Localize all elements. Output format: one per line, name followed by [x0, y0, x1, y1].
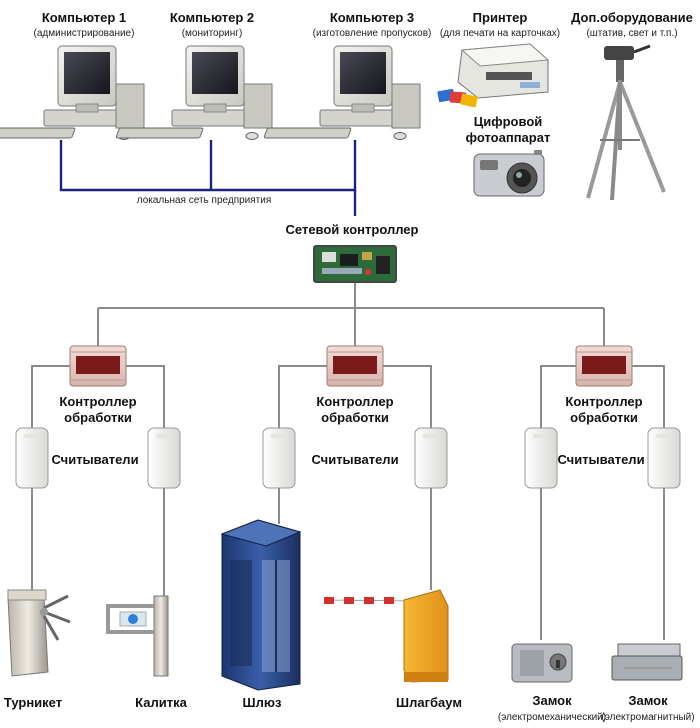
- airlock-icon: [220, 519, 302, 691]
- reader-3-icon: [262, 427, 296, 489]
- processing-controller-1-icon: [69, 345, 127, 387]
- readers-label-1: Считыватели: [51, 452, 138, 467]
- controller-bus-wiring: [97, 283, 605, 346]
- readers-label-3: Считыватели: [557, 452, 644, 467]
- turnstile-icon: [7, 589, 71, 677]
- turnstile-label: Турникет: [4, 695, 62, 710]
- digital-camera-icon: [473, 150, 545, 197]
- computer-1-icon: [0, 45, 145, 140]
- camera-title-line2: фотоаппарат: [466, 130, 551, 145]
- readers-label-2: Считыватели: [311, 452, 398, 467]
- computer-3-label: Компьютер 3 (изготовление пропусков): [313, 10, 432, 39]
- lock-electromechanical-title: Замок: [532, 693, 572, 708]
- wicket-gate-icon: [106, 595, 169, 677]
- lan-label: локальная сеть предприятия: [137, 195, 272, 206]
- printer-label: Принтер (для печати на карточках): [440, 10, 560, 39]
- id-cards-icon: [437, 88, 478, 108]
- printer-subtitle: (для печати на карточках): [440, 28, 560, 39]
- electromagnetic-lock-icon: [611, 643, 683, 681]
- printer-icon: [457, 43, 550, 99]
- camera-title-line1: Цифровой: [474, 114, 543, 129]
- computer-2-title: Компьютер 2: [170, 10, 254, 25]
- controller-1-line2: обработки: [64, 410, 132, 425]
- network-controller-board-icon: [313, 245, 397, 283]
- lan-wiring: [59, 140, 357, 216]
- barrier-icon: [323, 589, 449, 683]
- computer-2-icon: [115, 45, 273, 140]
- computer-3-subtitle: (изготовление пропусков): [313, 28, 432, 39]
- camera-label: Цифровой фотоаппарат: [466, 114, 551, 145]
- computer-1-label: Компьютер 1 (администрирование): [34, 10, 135, 39]
- lock-electromagnetic-title: Замок: [628, 693, 668, 708]
- computer-3-title: Компьютер 3: [330, 10, 414, 25]
- controller-3-line2: обработки: [570, 410, 638, 425]
- controller-2-line1: Контроллер: [316, 394, 393, 409]
- reader-1-icon: [15, 427, 49, 489]
- reader-4-icon: [414, 427, 448, 489]
- reader-wiring: [31, 365, 665, 428]
- extra-equipment-title: Доп.оборудование: [571, 10, 693, 25]
- processing-controller-3-icon: [575, 345, 633, 387]
- computer-2-subtitle: (мониторинг): [182, 28, 243, 39]
- reader-5-icon: [524, 427, 558, 489]
- controller-2-line2: обработки: [321, 410, 389, 425]
- extra-equipment-label: Доп.оборудование (штатив, свет и т.п.): [571, 10, 693, 39]
- printer-title: Принтер: [473, 10, 528, 25]
- reader-6-icon: [647, 427, 681, 489]
- electromechanical-lock-icon: [511, 643, 573, 683]
- processing-controller-2-icon: [326, 345, 384, 387]
- airlock-label: Шлюз: [243, 695, 282, 710]
- extra-equipment-subtitle: (штатив, свет и т.п.): [586, 28, 677, 39]
- wicket-label: Калитка: [135, 695, 187, 710]
- controller-1-line1: Контроллер: [59, 394, 136, 409]
- reader-2-icon: [147, 427, 181, 489]
- tripod-icon: [586, 44, 666, 201]
- lock-electromagnetic-subtitle: (электромагнитный): [601, 712, 694, 723]
- computer-1-title: Компьютер 1: [42, 10, 126, 25]
- device-wiring: [31, 488, 665, 640]
- barrier-label: Шлагбаум: [396, 695, 462, 710]
- computer-2-label: Компьютер 2 (мониторинг): [170, 10, 254, 39]
- lock-electromechanical-subtitle: (электромеханический): [498, 712, 606, 723]
- computer-3-icon: [263, 45, 421, 140]
- network-controller-title: Сетевой контроллер: [286, 222, 419, 237]
- controller-3-line1: Контроллер: [565, 394, 642, 409]
- computer-1-subtitle: (администрирование): [34, 28, 135, 39]
